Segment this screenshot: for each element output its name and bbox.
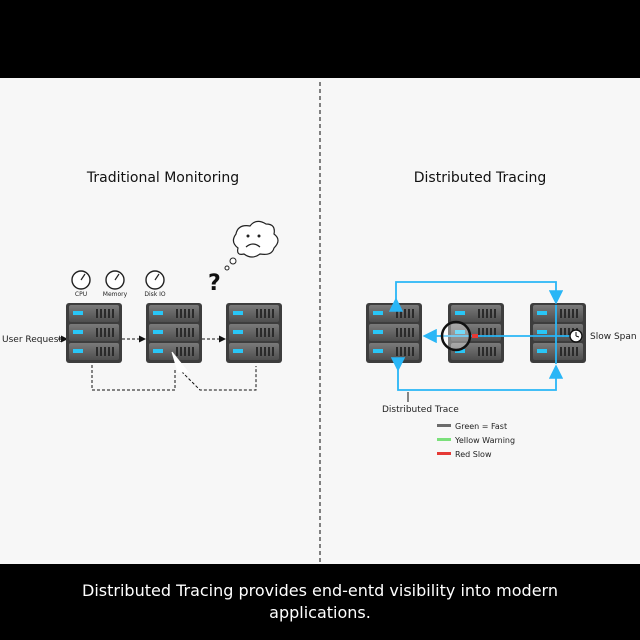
left-server-3 <box>226 303 282 363</box>
clock-icon <box>569 329 583 343</box>
cpu-gauge-icon <box>71 270 91 290</box>
legend-label-slow: Red Slow <box>455 450 492 459</box>
legend-swatch-fast <box>437 424 451 427</box>
legend-label-fast: Green = Fast <box>455 422 507 431</box>
distributed-trace-label: Distributed Trace <box>382 405 459 415</box>
disk-io-gauge-icon <box>145 270 165 290</box>
trace-bottom-loop <box>390 357 564 391</box>
bottom-letterbox <box>0 564 640 640</box>
disk-io-gauge-label: Disk IO <box>144 291 166 298</box>
slow-span-label: Slow Span <box>590 332 637 342</box>
legend-swatch-slow <box>437 452 451 455</box>
left-server-1 <box>66 303 122 363</box>
legend: Green = Fast Yellow Warning Red Slow <box>437 422 515 459</box>
server-gap <box>171 351 190 373</box>
right-server-1 <box>366 303 422 363</box>
right-panel-title: Distributed Tracing <box>414 170 546 186</box>
sad-face-cloud-icon <box>224 220 279 271</box>
top-letterbox <box>0 0 640 78</box>
caption: Distributed Tracing provides end-entd vi… <box>82 581 558 622</box>
memory-gauge-icon <box>105 270 125 290</box>
question-mark: ? <box>208 271 221 296</box>
user-request-label: User Request <box>2 335 62 345</box>
legend-swatch-warning <box>437 438 451 441</box>
left-return-path-2 <box>177 366 257 391</box>
legend-label-warning: Yellow Warning <box>454 436 515 445</box>
slow-span-highlight <box>440 320 472 352</box>
trace-top-loop <box>388 281 564 312</box>
left-panel-title: Traditional Monitoring <box>86 170 239 186</box>
slow-span-marker <box>472 334 478 338</box>
cpu-gauge-label: CPU <box>75 291 87 298</box>
left-return-path-1 <box>91 365 176 391</box>
memory-gauge-label: Memory <box>103 291 128 298</box>
